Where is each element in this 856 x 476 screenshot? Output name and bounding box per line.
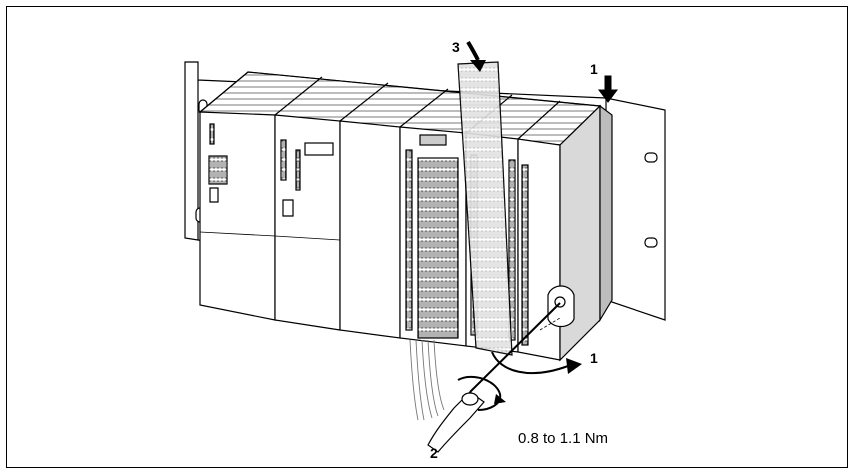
interface-module — [339, 120, 401, 339]
cpu-module — [274, 114, 341, 331]
callout-step-3: 3 — [452, 39, 460, 55]
figure-frame — [6, 6, 848, 468]
callout-step-1-top: 1 — [590, 61, 598, 77]
cable-bundle — [409, 339, 445, 421]
signal-module-1 — [399, 126, 467, 347]
down-arrow-step-1 — [598, 75, 618, 103]
screwdriver — [427, 302, 561, 453]
callout-step-2: 2 — [430, 445, 438, 461]
arrow-step-3 — [466, 40, 486, 72]
power-supply-module — [199, 111, 276, 321]
callout-step-1-bottom: 1 — [590, 350, 598, 366]
torque-guide-line — [539, 317, 561, 331]
torque-label: 0.8 to 1.1 Nm — [518, 430, 608, 447]
last-module — [517, 104, 613, 362]
rotation-arrow-module — [491, 351, 582, 374]
rotation-arrow-screwdriver — [457, 375, 506, 411]
